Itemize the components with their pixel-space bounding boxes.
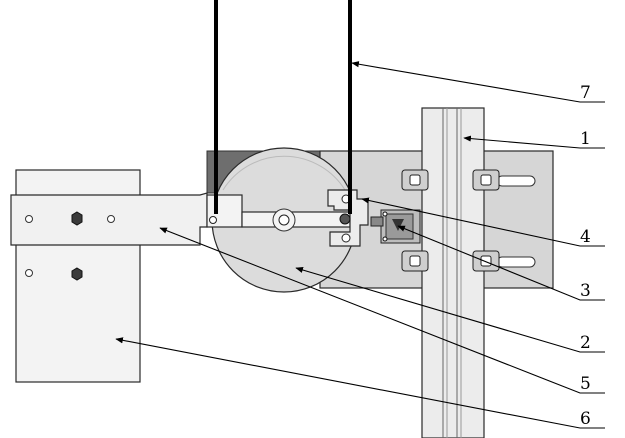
- panel-hole: [25, 269, 33, 277]
- rail-clamp: [401, 250, 429, 272]
- panel-hex-nut: [71, 267, 83, 281]
- leader-6: [115, 337, 605, 429]
- disc-hub: [272, 208, 296, 232]
- leader-2: [295, 267, 605, 353]
- plate-slot: [496, 256, 536, 268]
- callout-7: 7: [580, 83, 591, 103]
- arm-hole: [107, 215, 115, 223]
- leader-3: [397, 225, 605, 301]
- plate-slot: [496, 175, 536, 187]
- rail-clamp: [401, 169, 429, 191]
- callout-labels: 1 2 3 4 5 6 7: [580, 83, 591, 429]
- callout-2: 2: [580, 333, 591, 353]
- callout-1: 1: [580, 129, 591, 149]
- sensor-screw: [382, 211, 388, 217]
- part-7-cables: [214, 0, 352, 214]
- callout-5: 5: [580, 374, 591, 394]
- upper-slotted-bar: [206, 194, 351, 228]
- sensor-indicator: [392, 219, 404, 231]
- rail-clamp: [472, 250, 500, 272]
- leader-lines: [115, 61, 605, 429]
- part-1-rail: [421, 107, 485, 438]
- bar-screw: [209, 216, 217, 224]
- bracket-pin: [339, 213, 351, 225]
- arm-hex-nut: [71, 211, 83, 226]
- arm-hole: [25, 215, 33, 223]
- part-5-arm: [10, 192, 208, 246]
- sensor-screw: [382, 236, 388, 242]
- callout-4: 4: [580, 227, 591, 247]
- rail-clamps: [401, 169, 500, 272]
- callout-3: 3: [580, 281, 591, 301]
- leader-4: [361, 197, 605, 247]
- leader-5: [159, 227, 605, 394]
- leader-7: [351, 61, 605, 103]
- callout-6: 6: [580, 409, 591, 429]
- rail-clamp: [472, 169, 500, 191]
- bracket-screw: [341, 233, 351, 243]
- leader-1: [463, 135, 605, 149]
